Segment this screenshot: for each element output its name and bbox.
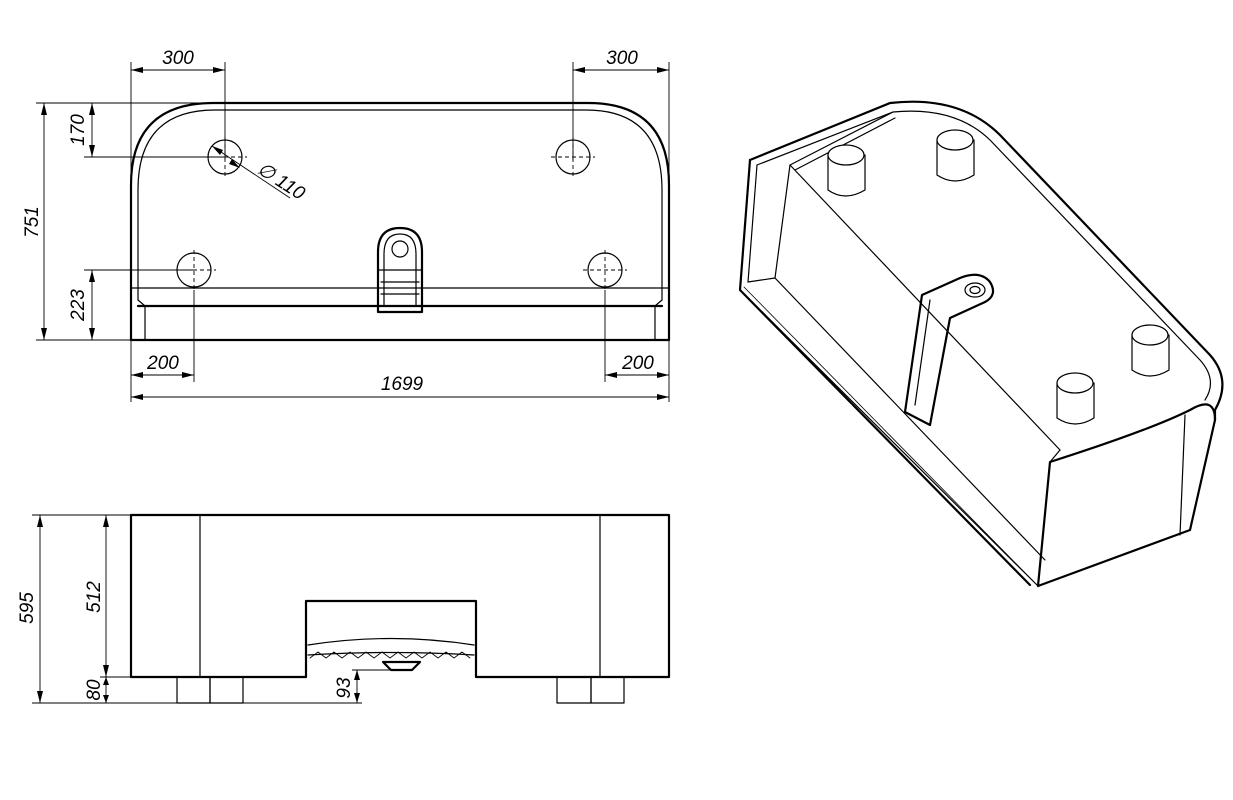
drain-fitting: [376, 226, 424, 314]
dim-label-93: 93: [334, 677, 355, 699]
iso-basin-floor: [789, 164, 1061, 451]
dim-label-512: 512: [84, 581, 105, 613]
dim-1699: 1699: [131, 374, 669, 400]
dim-223: 223: [68, 269, 194, 340]
iso-front-ledge: [747, 277, 1046, 561]
dim-200-left: 200: [130, 290, 195, 402]
dim-label-hole: ∅ 110: [253, 159, 309, 205]
dim-label-751: 751: [22, 206, 43, 238]
top-view: 300 300 751 170: [22, 48, 671, 402]
dim-595: 595: [17, 514, 177, 704]
iso-right-end: [1036, 403, 1217, 588]
side-foot-3: [556, 676, 592, 704]
dim-hole-diameter: ∅ 110: [211, 145, 309, 205]
iso-right-corner: [1049, 449, 1061, 463]
dim-label-200-left: 200: [146, 353, 179, 374]
dim-170: 170: [68, 103, 225, 158]
dim-label-200-right: 200: [621, 353, 654, 374]
dim-label-223: 223: [68, 289, 89, 322]
iso-foot-1: [827, 144, 866, 197]
iso-front-ledge-edge: [739, 289, 1039, 587]
iso-front-ledge-mid: [743, 286, 1035, 583]
dim-label-80: 80: [84, 679, 105, 701]
isometric-view: [738, 100, 1224, 588]
iso-right-edge: [1179, 414, 1186, 536]
foot-bottom-right: [583, 250, 627, 290]
dim-200-right: 200: [604, 290, 670, 402]
tub-rim-inner: [137, 109, 663, 301]
side-foot-1: [176, 676, 211, 704]
iso-basin-left-inner: [794, 117, 896, 171]
side-drain: [307, 637, 475, 672]
dim-label-300-right: 300: [606, 48, 638, 69]
iso-foot-3: [1131, 324, 1170, 377]
dim-label-300-left: 300: [162, 48, 194, 69]
iso-rim-outer: [748, 100, 1224, 422]
dim-label-595: 595: [17, 592, 38, 624]
dim-label-1699: 1699: [381, 374, 424, 395]
tub-outline-outer: [129, 101, 671, 342]
dim-751: 751: [22, 102, 200, 341]
side-foot-2: [209, 676, 244, 704]
side-view: 595 512 80 93: [17, 513, 671, 704]
dim-80: 80: [84, 677, 109, 703]
side-foot-4: [590, 676, 625, 704]
tub-corner-left: [137, 299, 146, 307]
iso-rim-inner: [756, 110, 1211, 401]
iso-foot-4: [1056, 372, 1095, 425]
dim-300-left: 300: [130, 48, 226, 185]
dim-label-170: 170: [68, 114, 89, 146]
iso-left-wall-inner: [747, 164, 758, 283]
tub-corner-right: [654, 299, 663, 307]
iso-foot-2: [936, 129, 975, 182]
dim-93: 93: [243, 669, 391, 704]
iso-drain-strap: [903, 273, 995, 427]
dim-512: 512: [84, 515, 131, 678]
iso-basin-left: [774, 111, 894, 279]
dim-300-right: 300: [572, 48, 670, 185]
